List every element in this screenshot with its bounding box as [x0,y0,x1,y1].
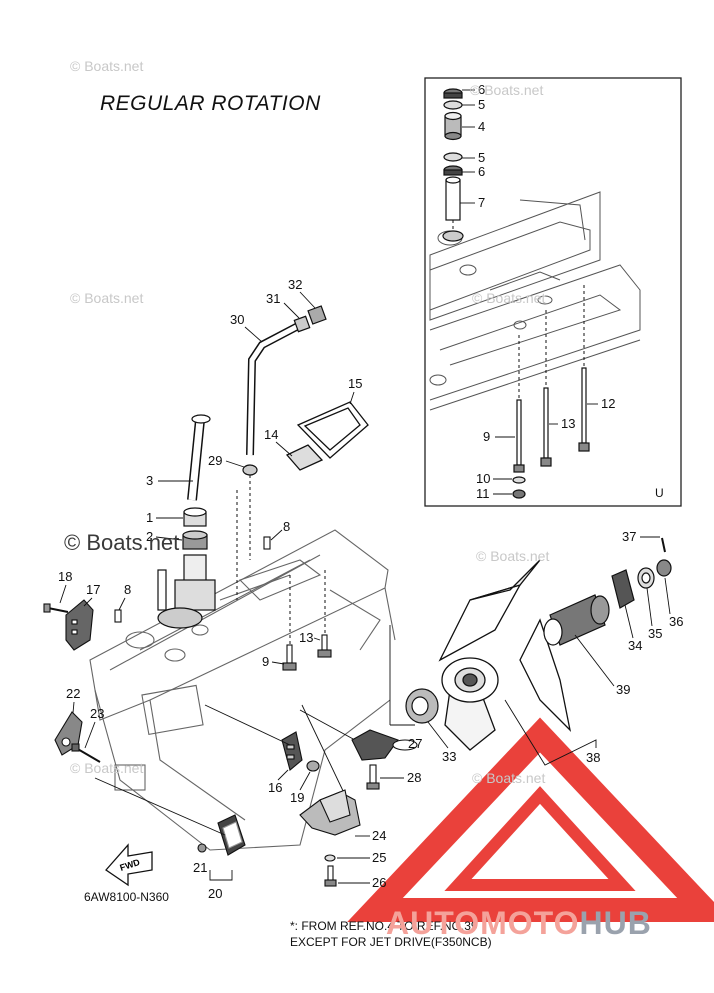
diagram-title: REGULAR ROTATION [100,92,321,115]
callout-39: 39 [616,682,630,697]
inset-bolts [512,367,590,499]
callout-15: 15 [348,376,362,391]
callout-21: 21 [193,860,207,875]
callout-30: 30 [230,312,244,327]
skeg-24 [299,789,361,887]
callout-labels: 6 5 4 5 6 7 12 13 9 10 11 32 31 30 15 14… [58,82,683,901]
callout-5a: 5 [478,97,485,112]
callout-22: 22 [66,686,80,701]
callout-13a: 13 [561,416,575,431]
inset-housing [429,191,641,411]
main-bolts [282,634,332,671]
dowel-pins [114,536,271,623]
gasket-assembly [285,401,369,471]
callout-16: 16 [268,780,282,795]
callout-3: 3 [146,473,153,488]
watermark: © Boats.net [64,530,180,555]
footnote-line-2: EXCEPT FOR JET DRIVE(F350NCB) [290,935,492,949]
trim-tab-22 [54,711,101,763]
watermark: © Boats.net [470,82,544,98]
callout-5b: 5 [478,150,485,165]
callout-8b: 8 [124,582,131,597]
propeller-38 [438,559,572,751]
main-dashed-guides [236,475,326,645]
callout-10: 10 [476,471,490,486]
callout-33: 33 [442,749,456,764]
automotohub-logo-icon [347,717,714,922]
inset-mark: U [655,486,664,500]
callout-24: 24 [372,828,386,843]
callout-26: 26 [372,875,386,890]
callout-17: 17 [86,582,100,597]
callout-4: 4 [478,119,485,134]
callout-8a: 8 [283,519,290,534]
fwd-arrow-icon [105,843,153,887]
callout-38: 38 [586,750,600,765]
callout-12: 12 [601,396,615,411]
anode-16 [281,731,320,772]
logo-text-part1: AUTOMOTO [386,905,580,941]
footnote-line-1: *: FROM REF.NO.4 TO REF.NO.39 [290,919,478,933]
callout-18: 18 [58,569,72,584]
watermark: © Boats.net [70,290,144,306]
callout-9b: 9 [262,654,269,669]
callout-1: 1 [146,510,153,525]
callout-6b: 6 [478,164,485,179]
anode-17 [43,599,94,651]
watermark: © Boats.net [70,760,144,776]
cover-20 [197,814,246,856]
leader-lines [94,625,415,881]
callout-13b: 13 [299,630,313,645]
inset-bearing-stack [442,88,464,242]
callout-7: 7 [478,195,485,210]
inset-box [424,77,682,507]
diagram-code: 6AW8100-N360 [84,890,169,904]
callout-36: 36 [669,614,683,629]
automotohub-logo-text: AUTOMOTOHUB [386,905,652,942]
footnote: *: FROM REF.NO.4 TO REF.NO.39 EXCEPT FOR… [290,918,492,950]
callout-27: 27 [408,736,422,751]
cooling-hose-assembly [242,305,327,476]
callout-32: 32 [288,277,302,292]
callout-28: 28 [407,770,421,785]
callout-23: 23 [90,706,104,721]
callout-20: 20 [208,886,222,901]
logo-text-part2: HUB [579,905,652,941]
callout-19: 19 [290,790,304,805]
spline-washer-34 [543,537,672,646]
callout-6a: 6 [478,82,485,97]
watermark: © Boats.net [70,58,144,74]
callout-25: 25 [372,850,386,865]
callout-14: 14 [264,427,278,442]
water-tube-assembly [157,414,216,629]
callout-37: 37 [622,529,636,544]
impeller-27 [351,729,418,790]
callout-9a: 9 [483,429,490,444]
callout-2: 2 [146,529,153,544]
lower-casing [89,529,396,851]
watermark: © Boats.net [476,548,550,564]
inset-dashed-guides [452,220,585,400]
callout-11: 11 [476,486,490,501]
callout-35: 35 [648,626,662,641]
callout-34: 34 [628,638,642,653]
watermark: © Boats.net [472,770,546,786]
thrust-washer-33 [405,688,439,724]
callout-31: 31 [266,291,280,306]
watermark: © Boats.net [472,290,546,306]
callout-29: 29 [208,453,222,468]
